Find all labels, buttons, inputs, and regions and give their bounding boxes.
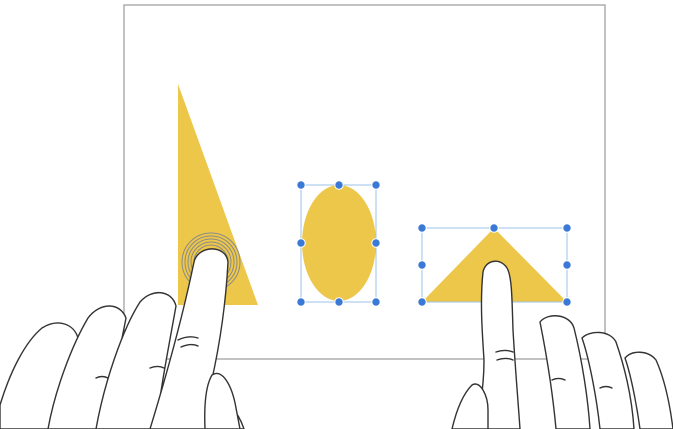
selection-handle[interactable]	[335, 298, 343, 306]
selection-handle[interactable]	[418, 224, 426, 232]
selection-handle[interactable]	[418, 298, 426, 306]
selection-handle[interactable]	[563, 298, 571, 306]
oval-shape[interactable]	[302, 185, 376, 301]
selection-handle[interactable]	[372, 298, 380, 306]
selection-handle[interactable]	[563, 261, 571, 269]
selection-handle[interactable]	[297, 181, 305, 189]
selection-handle[interactable]	[490, 224, 498, 232]
selection-handle[interactable]	[563, 224, 571, 232]
selection-handle[interactable]	[372, 239, 380, 247]
selection-handle[interactable]	[418, 261, 426, 269]
selection-handle[interactable]	[335, 181, 343, 189]
selection-handle[interactable]	[372, 181, 380, 189]
selection-handle[interactable]	[297, 298, 305, 306]
left-hand-illustration	[0, 249, 244, 429]
selection-handle[interactable]	[297, 239, 305, 247]
